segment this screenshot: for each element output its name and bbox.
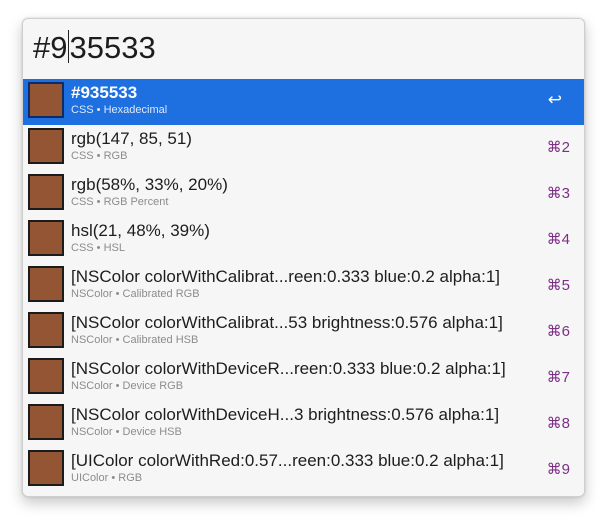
color-swatch [28,450,64,486]
result-subtitle: NSColor • Device HSB [71,426,182,438]
shortcut-label: ⌘9 [546,461,570,478]
result-title: hsl(21, 48%, 39%) [71,221,210,240]
result-row[interactable]: rgb(147, 85, 51) CSS • RGB ⌘2 [23,125,584,171]
return-key-icon: ↩ [547,90,562,109]
result-subtitle: UIColor • RGB [71,472,143,484]
color-swatch [28,358,64,394]
result-subtitle: CSS • RGB Percent [71,196,169,208]
color-swatch [28,128,64,164]
result-title: rgb(58%, 33%, 20%) [71,175,228,194]
result-row[interactable]: [NSColor colorWithDeviceH...3 brightness… [23,401,584,447]
query-text-before-caret: #9 [33,30,68,65]
result-row[interactable]: hsl(21, 48%, 39%) CSS • HSL ⌘4 [23,217,584,263]
shortcut-label: ⌘5 [546,277,570,294]
shortcut-label: ⌘3 [546,185,570,202]
result-row[interactable]: [NSColor colorWithCalibrat...53 brightne… [23,309,584,355]
shortcut-label: ⌘7 [546,369,570,386]
text-caret [68,30,70,63]
result-title: [NSColor colorWithCalibrat...reen:0.333 … [71,267,501,286]
result-subtitle: CSS • HSL [71,242,125,254]
result-title: rgb(147, 85, 51) [71,129,192,148]
color-swatch [28,312,64,348]
result-subtitle: NSColor • Calibrated RGB [71,288,200,300]
query-text-after-caret: 35533 [69,30,156,65]
result-subtitle: NSColor • Calibrated HSB [71,334,199,346]
shortcut-label: ⌘4 [546,231,570,248]
search-input[interactable]: #935533 [33,30,156,66]
shortcut-label: ⌘6 [546,323,570,340]
result-title: [NSColor colorWithDeviceR...reen:0.333 b… [71,359,506,378]
color-swatch [28,266,64,302]
color-picker-window: #935533 #935533 CSS • Hexadecimal ↩ rgb(… [22,18,585,497]
result-subtitle: CSS • Hexadecimal [71,104,168,116]
result-title: [NSColor colorWithDeviceH...3 brightness… [71,405,500,424]
color-swatch [28,220,64,256]
result-row[interactable]: [NSColor colorWithDeviceR...reen:0.333 b… [23,355,584,401]
result-subtitle: CSS • RGB [71,150,128,162]
result-subtitle: NSColor • Device RGB [71,380,184,392]
color-swatch [28,174,64,210]
shortcut-label: ⌘2 [546,139,570,156]
result-row[interactable]: rgb(58%, 33%, 20%) CSS • RGB Percent ⌘3 [23,171,584,217]
color-swatch [28,82,64,118]
search-bar[interactable]: #935533 [23,19,584,79]
result-title: [NSColor colorWithCalibrat...53 brightne… [71,313,503,332]
results-list: #935533 CSS • Hexadecimal ↩ rgb(147, 85,… [23,79,584,493]
result-row[interactable]: [NSColor colorWithCalibrat...reen:0.333 … [23,263,584,309]
result-row[interactable]: [UIColor colorWithRed:0.57...reen:0.333 … [23,447,584,493]
result-title: [UIColor colorWithRed:0.57...reen:0.333 … [71,451,504,470]
color-swatch [28,404,64,440]
shortcut-label: ⌘8 [546,415,570,432]
result-title: #935533 [71,83,138,102]
result-row[interactable]: #935533 CSS • Hexadecimal ↩ [23,79,584,125]
